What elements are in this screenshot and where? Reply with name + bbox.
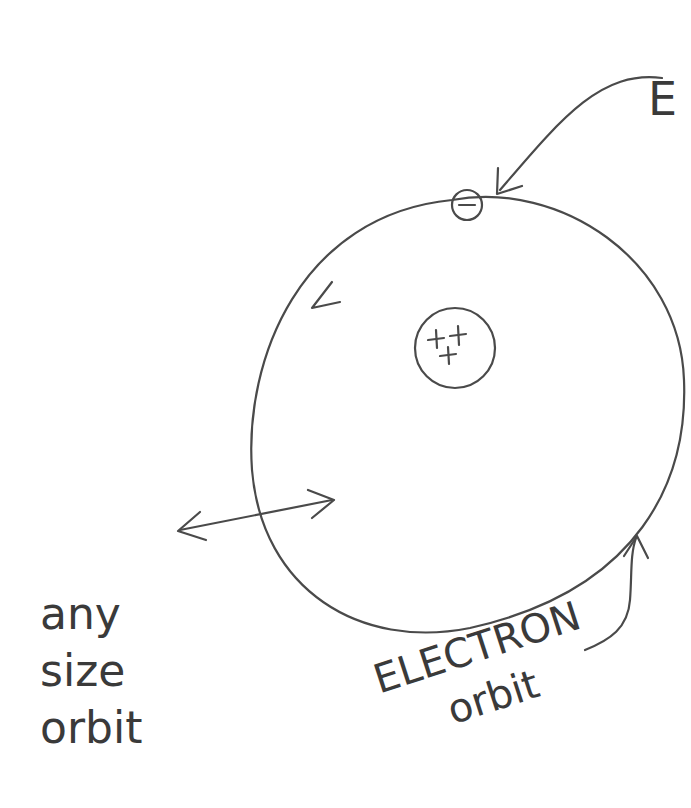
pointer-arrowhead xyxy=(497,168,522,194)
label-bracket-arrow xyxy=(585,538,636,650)
size-arrowhead-left xyxy=(178,512,206,540)
electron-orbit xyxy=(251,197,684,633)
nucleus xyxy=(415,308,495,388)
electron-callout: E xyxy=(648,70,688,130)
proton-marks xyxy=(428,326,466,364)
electron-minus xyxy=(459,204,475,206)
orbit-size-note: any size orbit xyxy=(40,585,210,757)
pointer-arrow xyxy=(500,77,662,190)
size-arrowhead-right xyxy=(308,490,334,518)
label-bracket-arrowhead xyxy=(624,536,648,558)
orbit-label: ELECTRON orbit xyxy=(341,581,630,763)
direction-arrowhead xyxy=(312,282,340,308)
electron xyxy=(452,190,482,220)
size-double-arrow xyxy=(180,500,332,530)
